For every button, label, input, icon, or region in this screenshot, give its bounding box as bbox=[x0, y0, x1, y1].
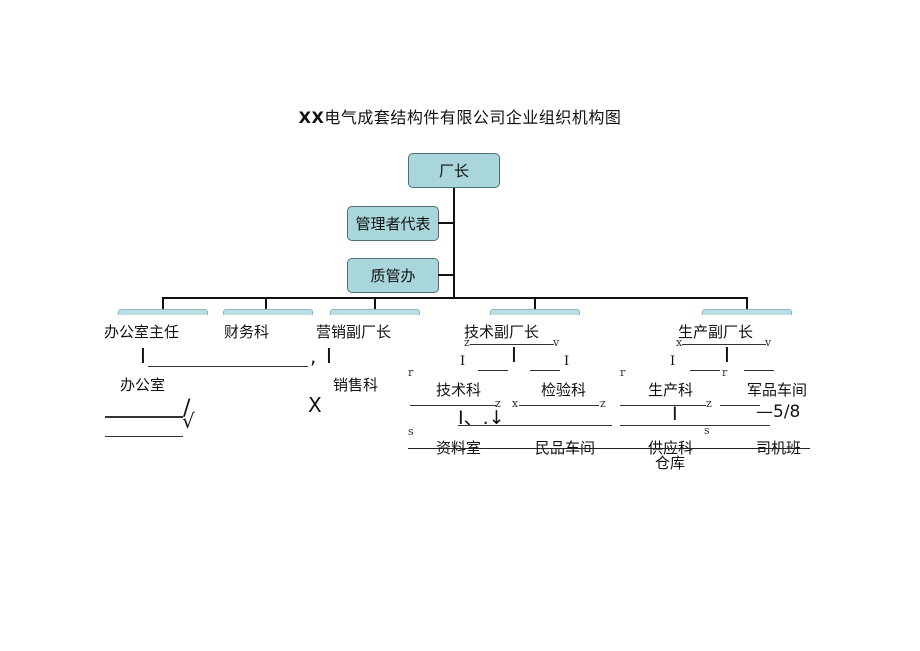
rule-prod-e bbox=[620, 425, 770, 426]
glyph-slash: / bbox=[183, 396, 191, 421]
factory-director-box: 厂长 bbox=[408, 153, 500, 188]
glyph-x: X bbox=[308, 393, 322, 417]
rule-prod-top bbox=[682, 344, 766, 345]
department-bus-line bbox=[162, 297, 748, 299]
department-box-top-2 bbox=[223, 309, 313, 315]
department-box-top-5 bbox=[702, 309, 792, 315]
mark-r-2: r bbox=[620, 366, 626, 379]
trunk-line bbox=[453, 188, 455, 298]
rep-connector bbox=[438, 222, 454, 224]
mark-x-1: x bbox=[512, 397, 519, 410]
quality-office-box: 质管办 bbox=[347, 258, 439, 293]
department-box-top-4 bbox=[490, 309, 580, 315]
rule-prod-d bbox=[720, 405, 760, 406]
mark-v-2: v bbox=[765, 336, 772, 349]
sales-label: 销售科 bbox=[333, 376, 379, 394]
glyph-i-3: I bbox=[460, 354, 466, 369]
mark-v-1: v bbox=[553, 336, 560, 349]
glyph-i-6: I bbox=[670, 354, 676, 369]
title-text: 电气成套结构件有限公司企业组织机构图 bbox=[324, 108, 622, 127]
quality-connector bbox=[438, 274, 454, 276]
office-label: 办公室 bbox=[120, 376, 166, 394]
management-rep-box: 管理者代表 bbox=[347, 206, 439, 241]
glyph-i-7: I bbox=[724, 343, 730, 367]
glyph-fraction: —5/8 bbox=[756, 402, 801, 422]
mark-z-3: z bbox=[600, 397, 606, 410]
rule-tech-d bbox=[519, 405, 599, 406]
mark-r-1: r bbox=[408, 366, 414, 379]
glyph-i-2: I bbox=[326, 344, 332, 368]
rule-office-sales bbox=[148, 366, 308, 367]
bottom-rule bbox=[408, 448, 810, 449]
tech-section-label: 技术科 bbox=[436, 381, 482, 399]
sales-deputy-label: 营销副厂长 bbox=[316, 323, 392, 341]
rule-tech-top bbox=[470, 344, 554, 345]
mark-z-4: z bbox=[706, 397, 712, 410]
drop-line-2 bbox=[265, 297, 267, 310]
office-director-label: 办公室主任 bbox=[104, 323, 180, 341]
rule-prod-a bbox=[690, 370, 720, 371]
department-box-top-1 bbox=[118, 309, 208, 315]
tech-deputy-label: 技术副厂长 bbox=[464, 323, 540, 341]
rule-tech-c bbox=[410, 405, 496, 406]
rule-left-1 bbox=[105, 416, 183, 418]
title-prefix: XX bbox=[298, 108, 325, 127]
production-deputy-label: 生产副厂长 bbox=[678, 323, 754, 341]
page-title: XX电气成套结构件有限公司企业组织机构图 bbox=[0, 104, 920, 128]
mark-s-1: s bbox=[408, 425, 414, 438]
glyph-i-8: I bbox=[672, 403, 678, 425]
management-rep-label: 管理者代表 bbox=[355, 215, 431, 233]
drop-line-4 bbox=[534, 297, 536, 310]
drop-line-5 bbox=[746, 297, 748, 310]
military-workshop-label: 军品车间 bbox=[747, 381, 808, 399]
glyph-sqrt: √ bbox=[182, 409, 195, 433]
glyph-i-5: I bbox=[564, 354, 570, 369]
production-section-label: 生产科 bbox=[648, 381, 694, 399]
mark-x-2: x bbox=[676, 336, 683, 349]
drop-line-1 bbox=[162, 297, 164, 310]
drop-line-3 bbox=[374, 297, 376, 310]
mark-z-2: z bbox=[495, 397, 501, 410]
rule-tech-e bbox=[458, 425, 612, 426]
glyph-i-dots: I、.↓ bbox=[458, 407, 505, 429]
rule-prod-b bbox=[744, 370, 774, 371]
glyph-i-4: I bbox=[511, 343, 517, 367]
mark-s-2: s bbox=[704, 424, 710, 437]
mark-r-3: r bbox=[722, 366, 728, 379]
warehouse-label: 仓库 bbox=[655, 454, 686, 472]
inspection-label: 检验科 bbox=[541, 381, 587, 399]
rule-tech-b bbox=[530, 370, 560, 371]
factory-director-label: 厂长 bbox=[438, 162, 469, 180]
department-box-top-3 bbox=[330, 309, 420, 315]
mark-z-1: z bbox=[464, 336, 470, 349]
rule-left-2 bbox=[105, 436, 183, 437]
glyph-comma: , bbox=[310, 344, 317, 368]
glyph-i-1: I bbox=[140, 344, 146, 368]
quality-office-label: 质管办 bbox=[370, 267, 416, 285]
finance-label: 财务科 bbox=[224, 323, 270, 341]
rule-tech-a bbox=[478, 370, 508, 371]
rule-prod-c bbox=[620, 405, 706, 406]
